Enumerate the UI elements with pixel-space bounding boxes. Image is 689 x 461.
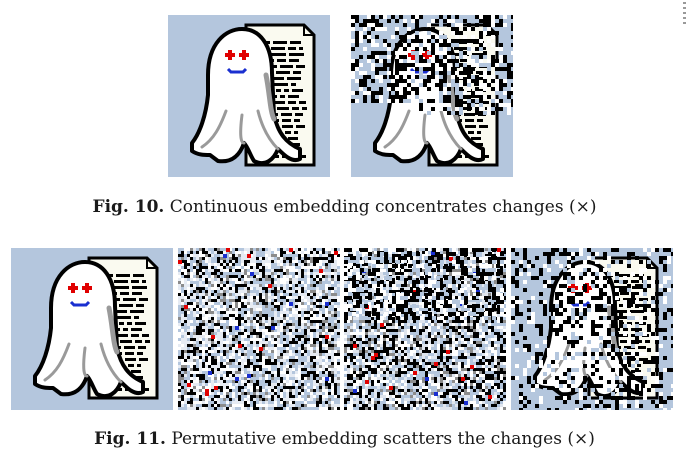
figure-10-caption-text: Continuous embedding concentrates change…	[169, 197, 597, 217]
figure-11-permuted-noise-a	[178, 248, 340, 410]
figure-11-embedded-image	[511, 248, 673, 410]
figure-11-label: Fig. 11.	[94, 429, 166, 449]
figure-10-label: Fig. 10.	[92, 197, 165, 217]
figure-11-permuted-noise-b	[344, 248, 506, 410]
figure-10-caption: Fig. 10. Continuous embedding concentrat…	[0, 196, 689, 218]
figure-11-caption-text: Permutative embedding scatters the chang…	[171, 429, 595, 449]
figure-10-embedded-image	[351, 15, 513, 177]
figure-11-original-image	[11, 248, 173, 410]
figure-10-original-image	[168, 15, 330, 177]
margin-marks	[683, 2, 686, 24]
figure-11-caption: Fig. 11. Permutative embedding scatters …	[0, 428, 689, 450]
